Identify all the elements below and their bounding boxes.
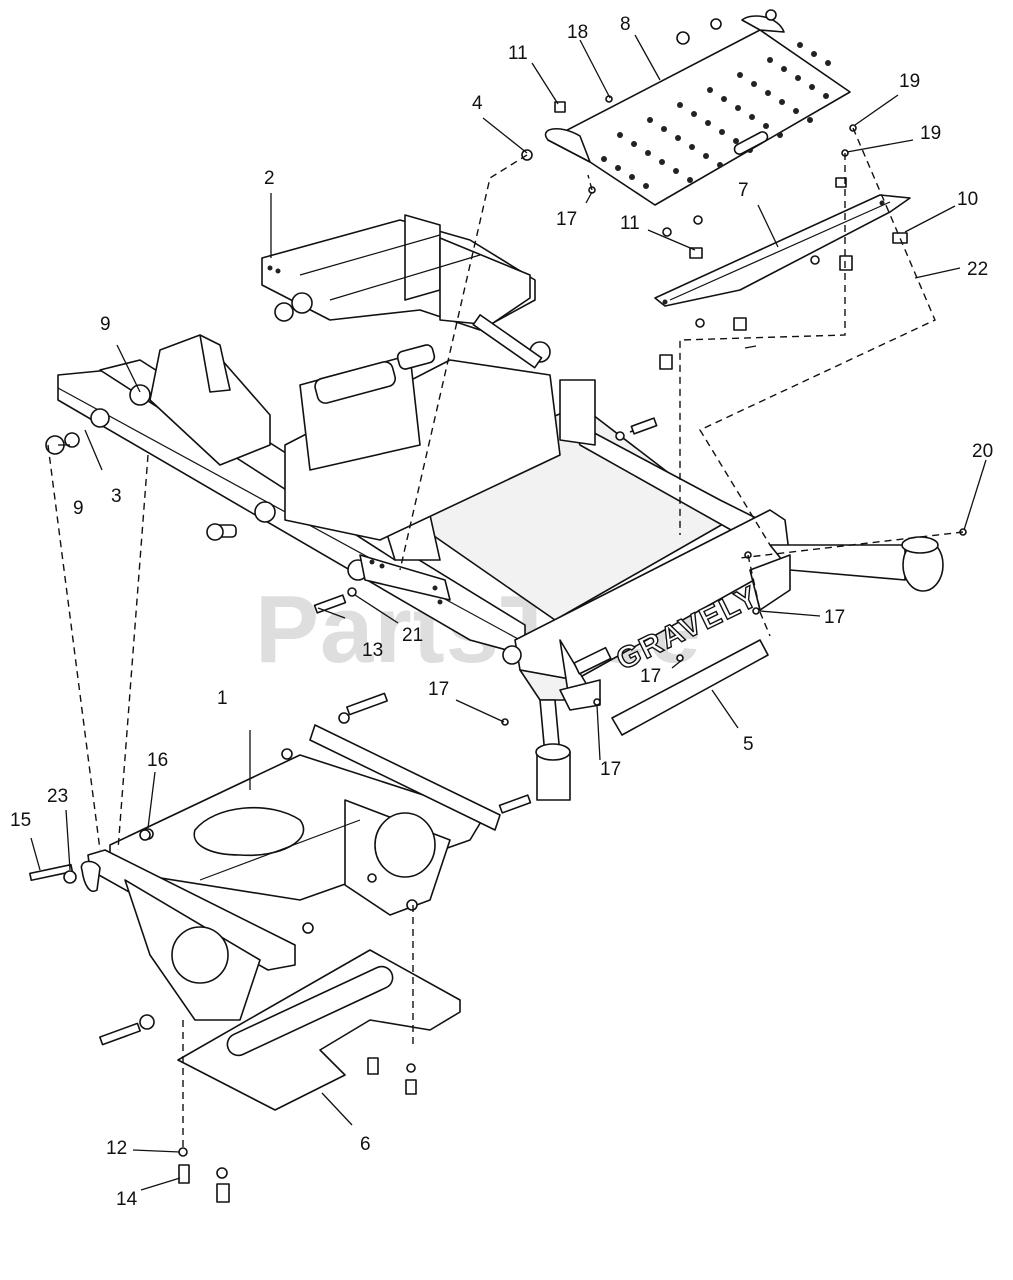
leader-lines bbox=[30, 34, 987, 1191]
plate-perforation bbox=[735, 105, 741, 111]
plate-perforation bbox=[719, 129, 725, 135]
callout-16: 16 bbox=[147, 750, 168, 771]
callout-11-lower: 11 bbox=[620, 213, 640, 234]
callout-1: 1 bbox=[217, 688, 228, 709]
plate-perforation bbox=[825, 60, 831, 66]
callout-23: 23 bbox=[47, 786, 68, 807]
callout-7: 7 bbox=[738, 180, 749, 201]
plate-perforation bbox=[777, 132, 783, 138]
callout-11-upper: 11 bbox=[508, 43, 528, 64]
plate-perforation bbox=[823, 93, 829, 99]
plate-perforation bbox=[781, 66, 787, 72]
plate-perforation bbox=[721, 96, 727, 102]
callout-4: 4 bbox=[472, 93, 483, 114]
plate-perforation bbox=[645, 150, 651, 156]
callout-17-top: 17 bbox=[556, 209, 577, 230]
plate-perforation bbox=[677, 102, 683, 108]
foot-plate-part-8 bbox=[544, 9, 851, 206]
plate-perforation bbox=[707, 87, 713, 93]
plate-perforation bbox=[601, 156, 607, 162]
plate-perforation bbox=[703, 153, 709, 159]
callout-22: 22 bbox=[967, 259, 988, 280]
plate-perforation bbox=[809, 84, 815, 90]
callout-labels: 1 2 3 4 5 6 7 8 9 9 10 11 11 12 13 14 15… bbox=[10, 14, 993, 1210]
plate-perforation bbox=[705, 120, 711, 126]
plate-perforation bbox=[673, 168, 679, 174]
callout-17-right: 17 bbox=[824, 607, 845, 628]
plate-perforation bbox=[795, 75, 801, 81]
plate-perforation bbox=[615, 165, 621, 171]
callout-9-lower: 9 bbox=[73, 498, 84, 519]
seat-frame-part-2 bbox=[261, 214, 551, 363]
plate-perforation bbox=[691, 111, 697, 117]
callout-19-lower: 19 bbox=[920, 123, 941, 144]
plate-perforation bbox=[737, 72, 743, 78]
plate-perforation bbox=[675, 135, 681, 141]
plate-perforation bbox=[749, 114, 755, 120]
callout-17-center: 17 bbox=[640, 666, 661, 687]
callout-3: 3 bbox=[111, 486, 122, 507]
bracket-part-7 bbox=[654, 194, 911, 307]
callout-12: 12 bbox=[106, 1138, 127, 1159]
plate-perforation bbox=[631, 141, 637, 147]
plate-perforation bbox=[717, 162, 723, 168]
callout-5: 5 bbox=[743, 734, 754, 755]
callout-9-upper: 9 bbox=[100, 314, 111, 335]
main-frame bbox=[57, 314, 761, 656]
callout-17-mid: 17 bbox=[428, 679, 449, 700]
plate-perforation bbox=[793, 108, 799, 114]
callout-20: 20 bbox=[972, 441, 993, 462]
callout-18: 18 bbox=[567, 22, 588, 43]
dashed-alignment-lines bbox=[47, 127, 964, 1150]
plate-perforation bbox=[617, 132, 623, 138]
skid-plate-part-6 bbox=[177, 949, 461, 1111]
callout-19-upper: 19 bbox=[899, 71, 920, 92]
plate-perforation bbox=[767, 57, 773, 63]
plate-perforation bbox=[779, 99, 785, 105]
plate-perforation bbox=[687, 177, 693, 183]
plate-perforation bbox=[659, 159, 665, 165]
plate-perforation bbox=[689, 144, 695, 150]
callout-13: 13 bbox=[362, 640, 383, 661]
plate-part-5 bbox=[611, 639, 769, 736]
plate-perforation bbox=[765, 90, 771, 96]
callout-15: 15 bbox=[10, 810, 31, 831]
plate-perforation bbox=[807, 117, 813, 123]
hardware-group-upper-right bbox=[659, 177, 908, 370]
plate-perforation bbox=[797, 42, 803, 48]
callout-21: 21 bbox=[402, 625, 423, 646]
fasteners-lower bbox=[29, 692, 532, 1203]
callout-17-bottom: 17 bbox=[600, 759, 621, 780]
callout-10: 10 bbox=[957, 189, 978, 210]
plate-perforation bbox=[733, 138, 739, 144]
callout-2: 2 bbox=[264, 168, 275, 189]
plate-perforation bbox=[811, 51, 817, 57]
plate-perforation bbox=[629, 174, 635, 180]
callout-8: 8 bbox=[620, 14, 631, 35]
callout-14: 14 bbox=[116, 1189, 138, 1210]
plate-perforation bbox=[647, 117, 653, 123]
plate-perforation bbox=[751, 81, 757, 87]
plate-perforation bbox=[763, 123, 769, 129]
plate-perforation bbox=[661, 126, 667, 132]
callout-6: 6 bbox=[360, 1134, 371, 1155]
lower-frame-part-1 bbox=[80, 724, 501, 1021]
plate-perforation bbox=[643, 183, 649, 189]
